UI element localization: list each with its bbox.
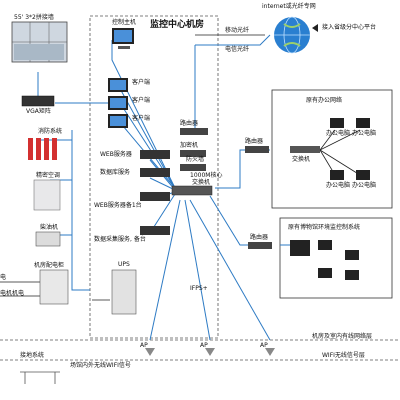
firewall-label: 防火墙 bbox=[186, 156, 205, 163]
server-label-1: WEB服务器 bbox=[100, 151, 132, 158]
control-host-label: 控制主机 bbox=[112, 19, 137, 26]
control-host-pc-icon bbox=[112, 28, 134, 49]
wire-mains bbox=[0, 281, 40, 297]
power-cabinet-label: 机房配电柜 bbox=[34, 262, 65, 269]
collect-server-icon bbox=[140, 226, 170, 235]
core-router-icon bbox=[180, 128, 208, 135]
client-label-2: 客户端 bbox=[132, 97, 151, 104]
ap-label-1: AP bbox=[140, 342, 148, 349]
wire-left-systems bbox=[71, 130, 90, 291]
ground-system-icon bbox=[20, 371, 60, 384]
office-switch-label: 交换机 bbox=[292, 156, 311, 163]
museum-system-frame bbox=[279, 217, 393, 299]
telecom-fiber-label: 电信光纤 bbox=[225, 46, 250, 53]
client-pc-icon-3 bbox=[108, 114, 128, 128]
wire-switch-ap2 bbox=[184, 199, 211, 341]
office-switch-icon bbox=[290, 146, 320, 153]
client-pc-icon-1 bbox=[108, 78, 128, 92]
ap-icon-2 bbox=[205, 348, 215, 356]
ground-label: 接地系统 bbox=[20, 352, 45, 359]
core-switch-label-1: 1000M核心 bbox=[190, 172, 223, 179]
core-switch-label-2: 交换机 bbox=[192, 179, 211, 186]
ap-label-3: AP bbox=[260, 342, 268, 349]
precision-ac-label: 精密空调 bbox=[36, 172, 61, 179]
core-switch-icon bbox=[171, 185, 213, 196]
office-pc-label-1: 办公电脑 bbox=[326, 130, 351, 137]
museum-pc-icons bbox=[290, 240, 359, 280]
mains-label-bottom: 电机机电 bbox=[0, 290, 25, 297]
power-cabinet-icon bbox=[39, 269, 69, 305]
office-pc-label-2: 办公电脑 bbox=[352, 130, 377, 137]
client-pc-icon-2 bbox=[108, 96, 128, 110]
office-pc-label-4: 办公电脑 bbox=[352, 182, 377, 189]
firewall-icon bbox=[180, 164, 206, 171]
museum-router-label: 路由器 bbox=[250, 234, 269, 241]
ups-label: UPS bbox=[118, 261, 130, 268]
office-pc-label-3: 办公电脑 bbox=[326, 182, 351, 189]
machine-room-title: 监控中心机房 bbox=[150, 20, 205, 30]
core-router-label: 路由器 bbox=[180, 120, 199, 127]
access-label: 接入省级分中心平台 bbox=[322, 24, 377, 31]
office-network-frame bbox=[271, 89, 393, 209]
ap-icon-3 bbox=[265, 348, 275, 356]
mobile-fiber-label: 移动光纤 bbox=[225, 27, 250, 34]
precision-ac-icon bbox=[33, 179, 61, 211]
wifi-layer-label: WIFI无线信号层 bbox=[322, 352, 365, 359]
office-title: 原有办公网络 bbox=[306, 97, 343, 104]
ap-label-2: AP bbox=[200, 342, 208, 349]
wire-control-switch bbox=[111, 40, 176, 189]
fire-system-label: 消防系统 bbox=[38, 128, 63, 135]
vga-matrix-icon bbox=[21, 95, 55, 107]
server-label-2: 数据库服务 bbox=[100, 169, 131, 176]
web-server-backup-icon bbox=[140, 192, 170, 201]
wired-layer-label: 机房及室内有线网络层 bbox=[312, 333, 373, 340]
office-router-label: 路由器 bbox=[245, 138, 264, 145]
office-pc-icons bbox=[330, 118, 370, 180]
internet-globe-icon bbox=[274, 16, 310, 54]
link-label: IFPS+ bbox=[190, 285, 208, 292]
client-label-3: 客户端 bbox=[132, 115, 151, 122]
wifi-coverage-label: 场馆内外无线WIFI信号 bbox=[70, 362, 131, 369]
ap-icon-1 bbox=[145, 348, 155, 356]
museum-title: 原有博物馆环境监控制系统 bbox=[288, 224, 361, 231]
encryptor-icon bbox=[180, 150, 206, 157]
office-router-icon bbox=[245, 146, 269, 153]
encryptor-label: 加密机 bbox=[180, 142, 199, 149]
generator-icon bbox=[35, 231, 61, 247]
museum-router-icon bbox=[248, 242, 272, 249]
ups-icon bbox=[111, 269, 137, 315]
fire-system-icon bbox=[28, 138, 57, 160]
video-wall-icon bbox=[11, 21, 68, 63]
wire-switch-ap3 bbox=[189, 199, 271, 341]
web-server-icon bbox=[140, 150, 170, 159]
generator-label: 柴油机 bbox=[40, 224, 59, 231]
wire-internet-router bbox=[195, 34, 271, 46]
server-label-4: 数据采集服务, 备台 bbox=[94, 236, 146, 243]
wire-switch-ap1 bbox=[149, 199, 181, 341]
mains-label-top: 电 bbox=[0, 274, 7, 281]
access-arrow-icon bbox=[312, 24, 318, 32]
videowall-label: 55' 3*2拼接墙 bbox=[14, 14, 54, 21]
internet-label: internet或光纤专网 bbox=[262, 3, 316, 10]
db-server-icon bbox=[140, 168, 170, 177]
server-label-3: WEB服务器备1台 bbox=[94, 202, 142, 209]
client-label-1: 客户端 bbox=[132, 79, 151, 86]
wire-switch-office bbox=[215, 149, 270, 189]
wire-office-pcs bbox=[319, 129, 361, 176]
matrix-label: VGA矩阵 bbox=[26, 108, 51, 115]
